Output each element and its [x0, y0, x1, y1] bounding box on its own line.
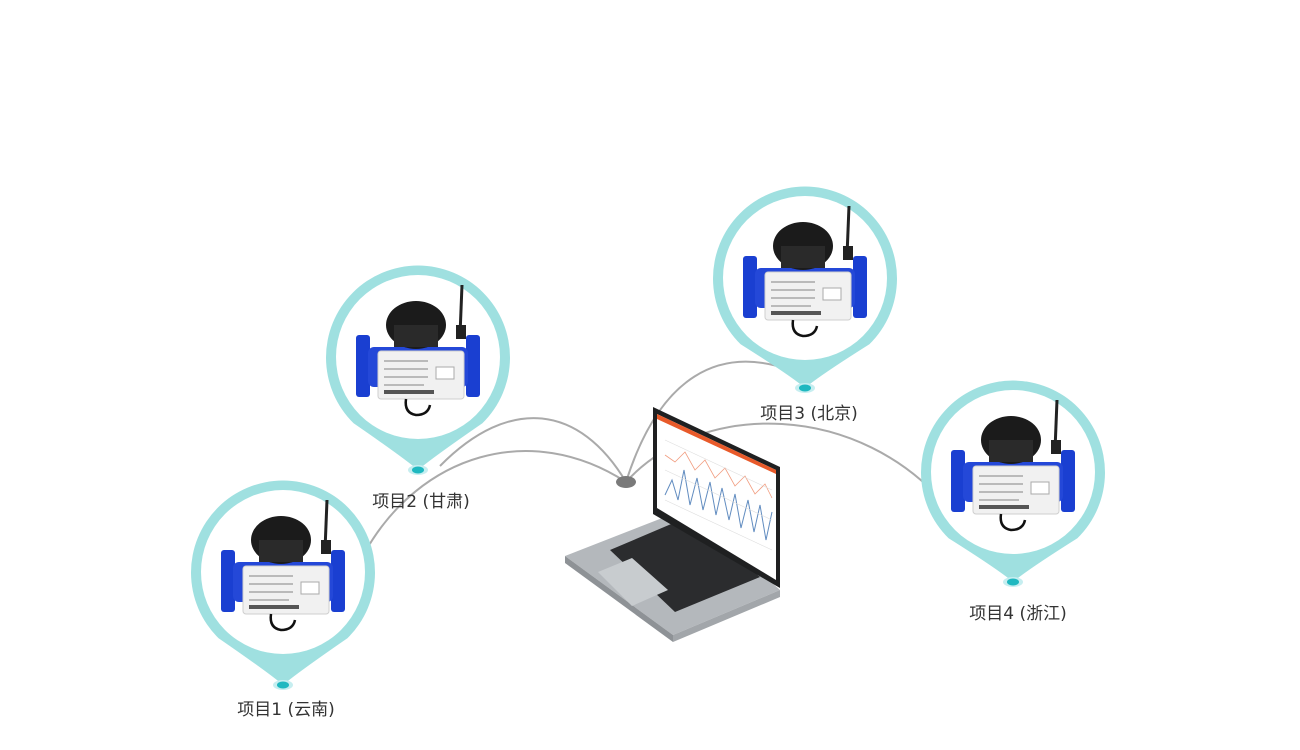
connection-line — [439, 417, 627, 483]
project-label: 项目2 (甘肃) — [372, 492, 470, 512]
laptop-icon — [565, 407, 780, 642]
project-pin[interactable] — [191, 480, 375, 690]
project-pin[interactable] — [713, 186, 897, 393]
project-label: 项目3 (北京) — [760, 404, 858, 424]
project-pin[interactable] — [921, 380, 1106, 587]
project-label: 项目1 (云南) — [237, 700, 335, 720]
connection-line — [625, 360, 791, 483]
pin-dot — [277, 681, 289, 689]
project-label: 项目4 (浙江) — [969, 604, 1067, 624]
pin-dot — [412, 466, 424, 474]
connection-line — [364, 450, 627, 553]
pin-dot — [1007, 578, 1019, 586]
project-pin[interactable] — [326, 265, 511, 475]
hub-node — [616, 476, 636, 488]
pin-dot — [799, 384, 811, 392]
